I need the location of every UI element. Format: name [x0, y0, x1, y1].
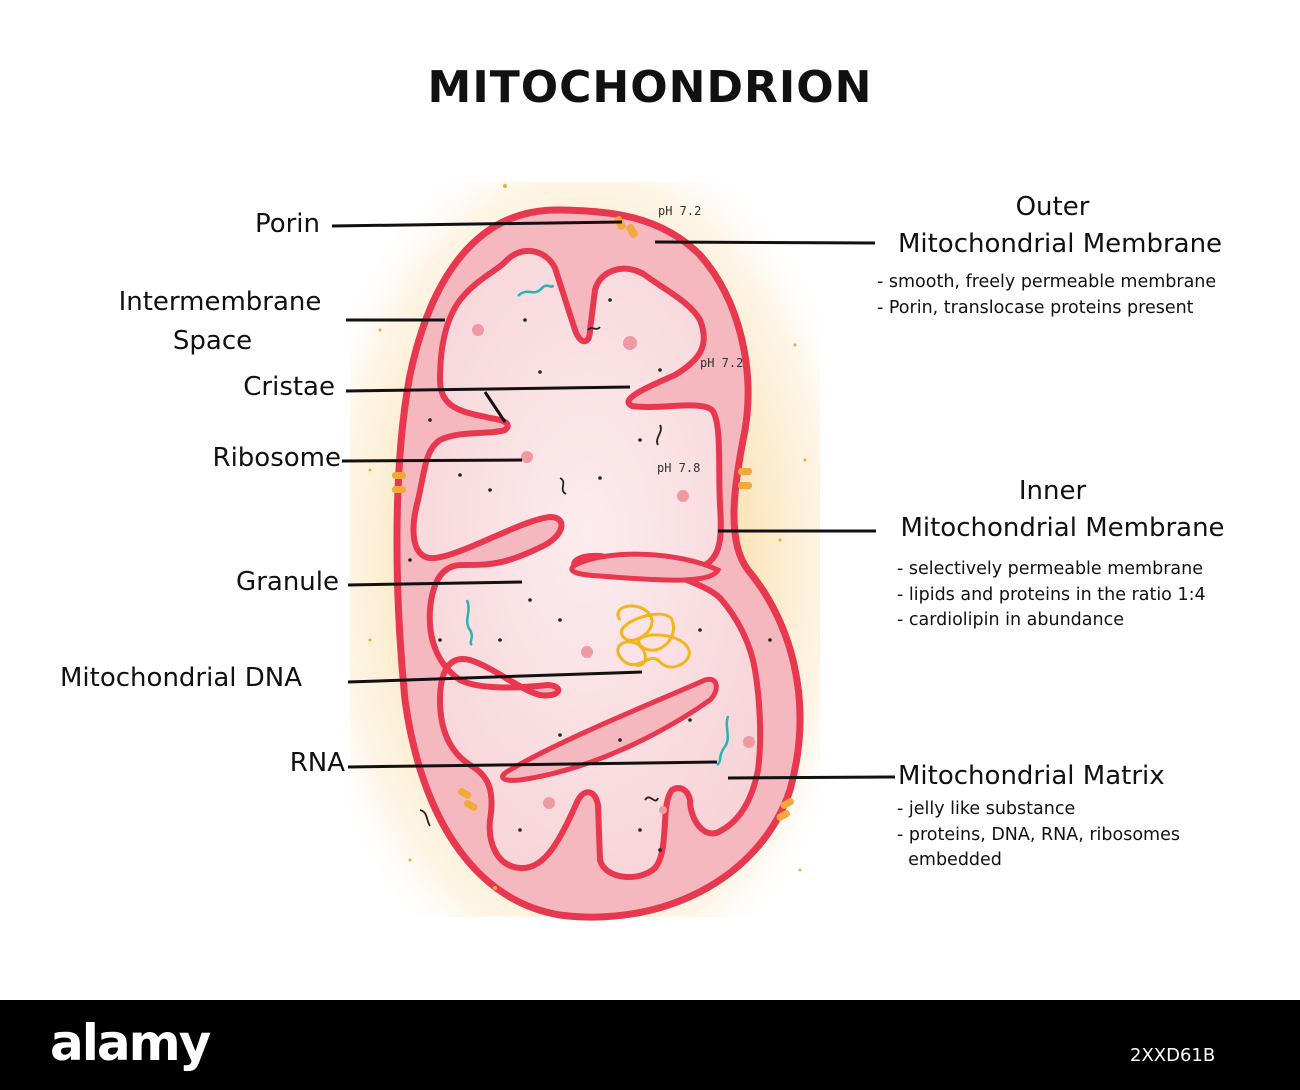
inner-membrane-note: - selectively permeable membrane [897, 559, 1203, 579]
halo-dots [368, 184, 807, 890]
inner-membrane-note: - lipids and proteins in the ratio 1:4 [897, 584, 1206, 605]
outer-membrane-title-line1: Outer [1015, 192, 1090, 222]
label-rna: RNA [289, 748, 345, 778]
mitochondrial-dna [616, 604, 691, 669]
ph-label-cytosol: pH 7.2 [700, 356, 744, 370]
squiggles [419, 326, 662, 827]
matrix-title: Mitochondrial Matrix [898, 761, 1165, 791]
diagram-canvas: MITOCHONDRION Porin Intermembrane Space … [60, 62, 1225, 921]
label-porin: Porin [254, 209, 320, 239]
leader-lines [331, 220, 896, 780]
label-intermembrane-line2: Space [172, 326, 253, 356]
label-cristae: Cristae [243, 372, 335, 402]
image-code: 2XXD61B [1130, 1045, 1216, 1066]
label-mitochondrial-dna: Mitochondrial DNA [60, 663, 303, 693]
crista-lobe-2 [500, 676, 719, 783]
matrix-dots [408, 298, 772, 852]
crista-lobe-1 [569, 551, 722, 583]
ph-label-matrix: pH 7.8 [657, 461, 701, 475]
matrix-note: embedded [897, 850, 1002, 870]
matrix-note: - jelly like substance [897, 799, 1076, 819]
outer-membrane-note: - smooth, freely permeable membrane [877, 272, 1217, 292]
inner-membrane-notes: - selectively permeable membrane - lipid… [897, 557, 1206, 634]
ph-label-intermembrane: pH 7.2 [658, 204, 702, 218]
watermark-footer: alamy 2XXD61B [0, 1000, 1300, 1090]
matrix-note: - proteins, DNA, RNA, ribosomes [897, 824, 1180, 845]
matrix-notes: - jelly like substance - proteins, DNA, … [897, 797, 1180, 874]
label-granule: Granule [236, 567, 339, 597]
inner-membrane-title-line2: Mitochondrial Membrane [900, 513, 1225, 543]
label-intermembrane-line1: Intermembrane [118, 287, 322, 317]
mitochondrion-diagram [331, 182, 896, 921]
outer-membrane-notes: - smooth, freely permeable membrane - Po… [877, 270, 1216, 321]
rna-strands [465, 284, 730, 767]
inner-membrane-title-line1: Inner [1018, 476, 1087, 506]
ribosomes [472, 324, 755, 814]
outer-membrane-title-line2: Mitochondrial Membrane [897, 229, 1223, 259]
diagram-title: MITOCHONDRION [427, 62, 873, 113]
label-ribosome: Ribosome [212, 443, 341, 473]
alamy-logo: alamy [50, 1014, 211, 1072]
outer-membrane-note: - Porin, translocase proteins present [877, 297, 1194, 318]
inner-membrane-note: - cardiolipin in abundance [897, 610, 1124, 630]
porins [392, 216, 794, 821]
